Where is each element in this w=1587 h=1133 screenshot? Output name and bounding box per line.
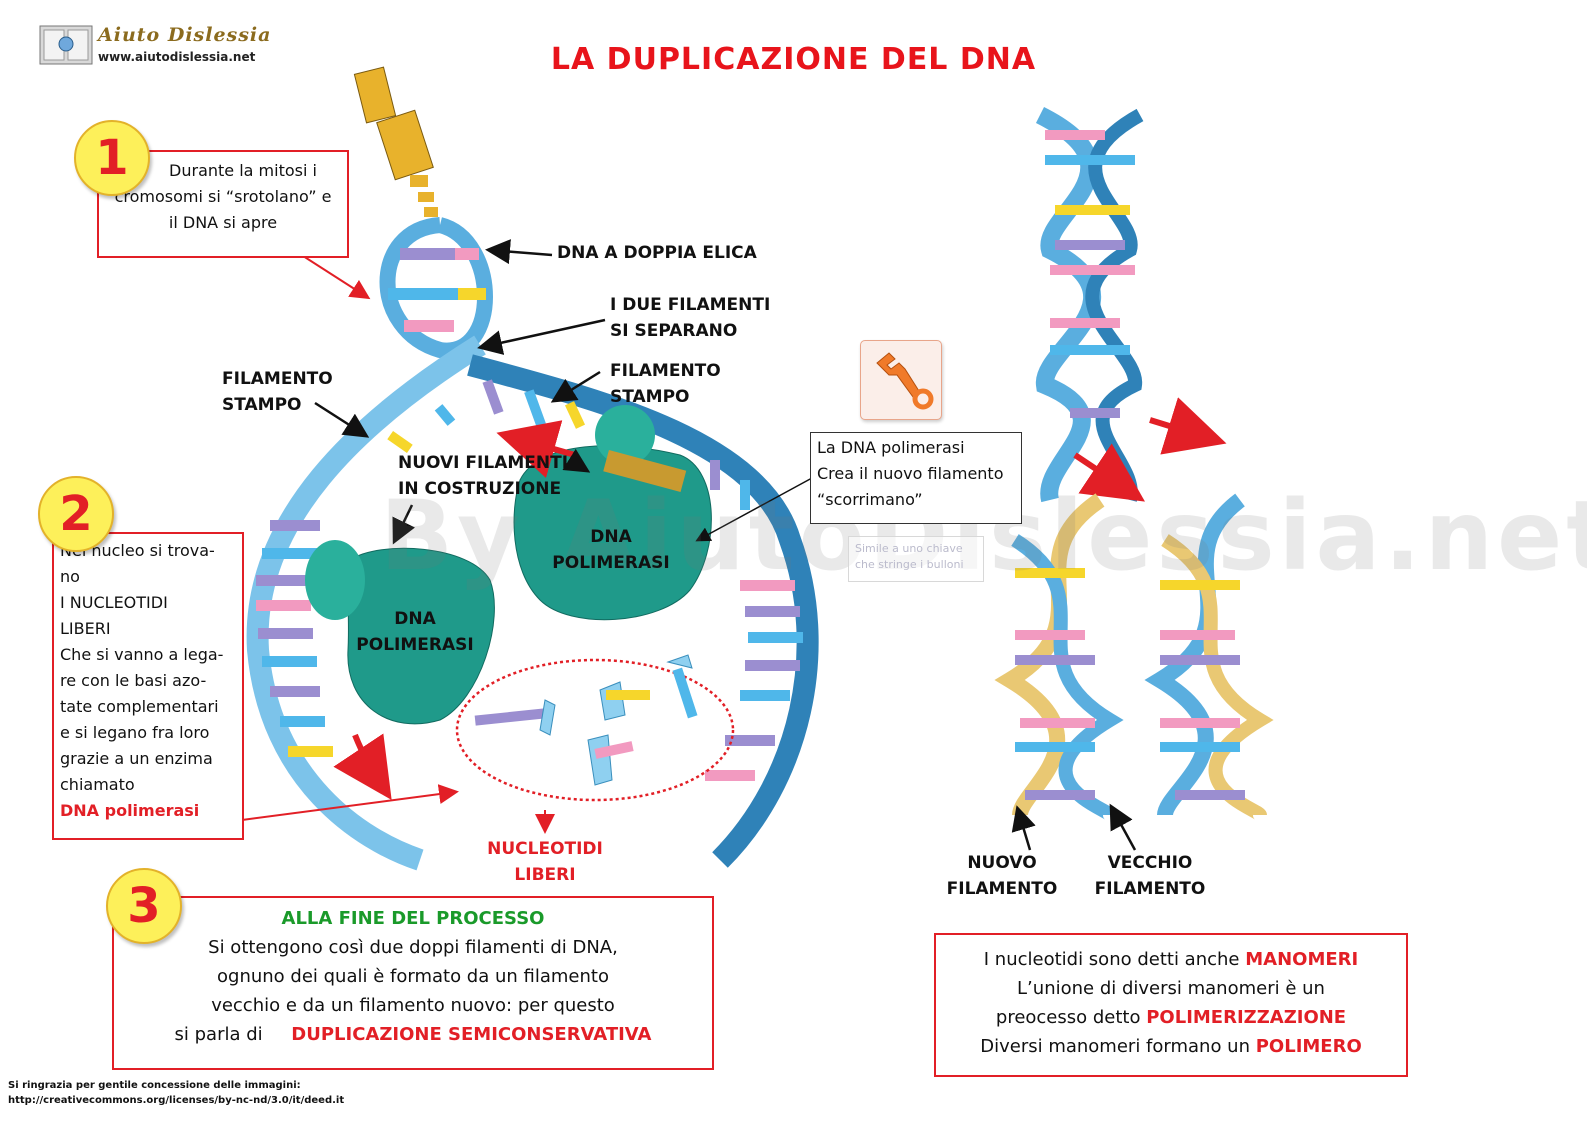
label-new-strand-line-1: NUOVO bbox=[967, 853, 1037, 873]
label-polymerase-2-line-2: POLIMERASI bbox=[552, 553, 670, 573]
free-nucleotides bbox=[474, 654, 698, 786]
info-line-4-prefix: Diversi manomeri formano un bbox=[980, 1036, 1250, 1057]
label-polymerase-1-line-1: DNA bbox=[394, 609, 436, 629]
label-strands-separate-line-2: SI SEPARANO bbox=[610, 321, 738, 341]
label-free-nucleotides: NUCLEOTIDI LIBERI bbox=[480, 836, 610, 888]
label-dna-double-helix: DNA A DOPPIA ELICA bbox=[557, 243, 757, 263]
label-template-strand-left-line-2: STAMPO bbox=[222, 395, 302, 415]
step-3-line-1: Si ottengono così due doppi filamenti di… bbox=[208, 937, 618, 958]
helix-daughter-left bbox=[994, 493, 1124, 822]
step-2-highlight: DNA polimerasi bbox=[60, 801, 200, 820]
step-2-line-2: no bbox=[60, 567, 80, 586]
step-2-line-9: grazie a un enzima bbox=[60, 749, 213, 768]
step-2-line-1: Nel nucleo si trova- bbox=[60, 541, 215, 560]
step-3-line-4: si parla di DUPLICAZIONE SEMICONSERVATIV… bbox=[114, 1020, 712, 1049]
info-box: I nucleotidi sono detti anche MANOMERI L… bbox=[934, 933, 1408, 1077]
wrench-button[interactable] bbox=[860, 340, 942, 420]
label-strands-separate-line-1: I DUE FILAMENTI bbox=[610, 295, 771, 315]
label-template-strand-right: FILAMENTO STAMPO bbox=[610, 358, 721, 410]
step-2-line-6: re con le basi azo- bbox=[60, 671, 207, 690]
tooltip: Simile a uno chiave che stringe i bullon… bbox=[848, 536, 984, 582]
zipper-pull bbox=[353, 66, 438, 217]
credits-link[interactable]: http://creativecommons.org/licenses/by-n… bbox=[8, 1095, 345, 1106]
info-line-1-prefix: I nucleotidi sono detti anche bbox=[983, 949, 1240, 970]
logo bbox=[38, 22, 258, 70]
step-1-line-1: Durante la mitosi i bbox=[169, 161, 317, 180]
label-strands-separate: I DUE FILAMENTI SI SEPARANO bbox=[610, 292, 770, 344]
polymerase-note-box: La DNA polimerasi Crea il nuovo filament… bbox=[810, 432, 1022, 524]
label-new-strand-line-2: FILAMENTO bbox=[946, 879, 1058, 899]
step-2-line-4: LIBERI bbox=[60, 619, 111, 638]
step-1-line-3: il DNA si apre bbox=[168, 213, 278, 232]
step-3-box: ALLA FINE DEL PROCESSO Si ottengono così… bbox=[112, 896, 714, 1070]
step-3-highlight: DUPLICAZIONE SEMICONSERVATIVA bbox=[291, 1024, 652, 1045]
right-strand-bases bbox=[705, 580, 803, 781]
image-credits: Si ringrazia per gentile concessione del… bbox=[8, 1078, 344, 1108]
step-2-line-5: Che si vanno a lega- bbox=[60, 645, 224, 664]
wrench-icon bbox=[876, 352, 934, 410]
step-3-heading: ALLA FINE DEL PROCESSO bbox=[281, 908, 545, 929]
info-line-1: I nucleotidi sono detti anche MANOMERI bbox=[936, 945, 1406, 974]
step-1-line-2: cromosomi si “srotolano” e bbox=[114, 187, 332, 206]
label-free-nucleotides-line-1: NUCLEOTIDI bbox=[487, 839, 603, 859]
step-3-number: 3 bbox=[106, 868, 182, 944]
label-new-strand: NUOVO FILAMENTO bbox=[940, 850, 1064, 902]
page-title: LA DUPLICAZIONE DEL DNA bbox=[550, 42, 1037, 77]
info-line-4-highlight: POLIMERO bbox=[1255, 1036, 1362, 1057]
label-free-nucleotides-line-2: LIBERI bbox=[514, 865, 576, 885]
step-2-box: Nel nucleo si trova- no I NUCLEOTIDI LIB… bbox=[52, 532, 244, 840]
label-new-strands-line-1: NUOVI FILAMENTI bbox=[398, 453, 569, 473]
label-polymerase-1-line-2: POLIMERASI bbox=[356, 635, 474, 655]
helix-top bbox=[379, 217, 493, 359]
label-polymerase-2-line-1: DNA bbox=[590, 527, 632, 547]
info-line-3-highlight: POLIMERIZZAZIONE bbox=[1146, 1007, 1347, 1028]
step-3-line-2: ognuno dei quali è formato da un filamen… bbox=[217, 966, 609, 987]
step-1-number: 1 bbox=[74, 120, 150, 196]
logo-name: Aiuto Dislessia bbox=[98, 24, 272, 46]
helix-daughter-right bbox=[1144, 493, 1274, 822]
tooltip-line-1: Simile a uno chiave bbox=[855, 542, 963, 555]
label-new-strands: NUOVI FILAMENTI IN COSTRUZIONE bbox=[398, 450, 568, 502]
credits-line-1: Si ringrazia per gentile concessione del… bbox=[8, 1080, 301, 1091]
info-line-3-prefix: preocesso detto bbox=[995, 1007, 1141, 1028]
polymerase-note-line-3: “scorrimano” bbox=[817, 490, 923, 509]
logo-url: www.aiutodislessia.net bbox=[98, 50, 256, 64]
book-icon bbox=[39, 25, 93, 65]
label-template-strand-left: FILAMENTO STAMPO bbox=[222, 366, 333, 418]
left-strand-bases bbox=[256, 520, 333, 757]
label-new-strands-line-2: IN COSTRUZIONE bbox=[398, 479, 562, 499]
helix-right bbox=[1035, 106, 1144, 503]
info-line-1-highlight: MANOMERI bbox=[1245, 949, 1359, 970]
step-2-number: 2 bbox=[38, 476, 114, 552]
info-line-4: Diversi manomeri formano un POLIMERO bbox=[936, 1032, 1406, 1061]
label-old-strand-line-1: VECCHIO bbox=[1107, 853, 1193, 873]
step-2-line-3: I NUCLEOTIDI bbox=[60, 593, 168, 612]
step-3-prefix: si parla di bbox=[174, 1024, 263, 1045]
top-strand-bases bbox=[387, 379, 750, 510]
step-3-line-3: vecchio e da un filamento nuovo: per que… bbox=[211, 995, 615, 1016]
label-template-strand-left-line-1: FILAMENTO bbox=[222, 369, 333, 389]
label-polymerase-1: DNA POLIMERASI bbox=[350, 606, 480, 658]
step-2-line-7: tate complementari bbox=[60, 697, 219, 716]
polymerase-enzyme-2 bbox=[513, 405, 712, 621]
info-line-3: preocesso detto POLIMERIZZAZIONE bbox=[936, 1003, 1406, 1032]
label-polymerase-2: DNA POLIMERASI bbox=[546, 524, 676, 576]
step-1-box: Durante la mitosi i cromosomi si “srotol… bbox=[97, 150, 349, 258]
info-line-2: L’unione di diversi manomeri è un bbox=[1017, 978, 1325, 999]
label-template-strand-right-line-2: STAMPO bbox=[610, 387, 690, 407]
label-old-strand: VECCHIO FILAMENTO bbox=[1088, 850, 1212, 902]
step-2-line-8: e si legano fra loro bbox=[60, 723, 210, 742]
label-template-strand-right-line-1: FILAMENTO bbox=[610, 361, 721, 381]
polymerase-note-line-1: La DNA polimerasi bbox=[817, 438, 965, 457]
tooltip-line-2: che stringe i bulloni bbox=[855, 558, 964, 571]
free-nucleotides-oval bbox=[455, 658, 735, 802]
polymerase-enzyme-1 bbox=[305, 540, 495, 725]
step-2-line-10: chiamato bbox=[60, 775, 135, 794]
label-old-strand-line-2: FILAMENTO bbox=[1094, 879, 1206, 899]
polymerase-note-line-2: Crea il nuovo filamento bbox=[817, 464, 1004, 483]
